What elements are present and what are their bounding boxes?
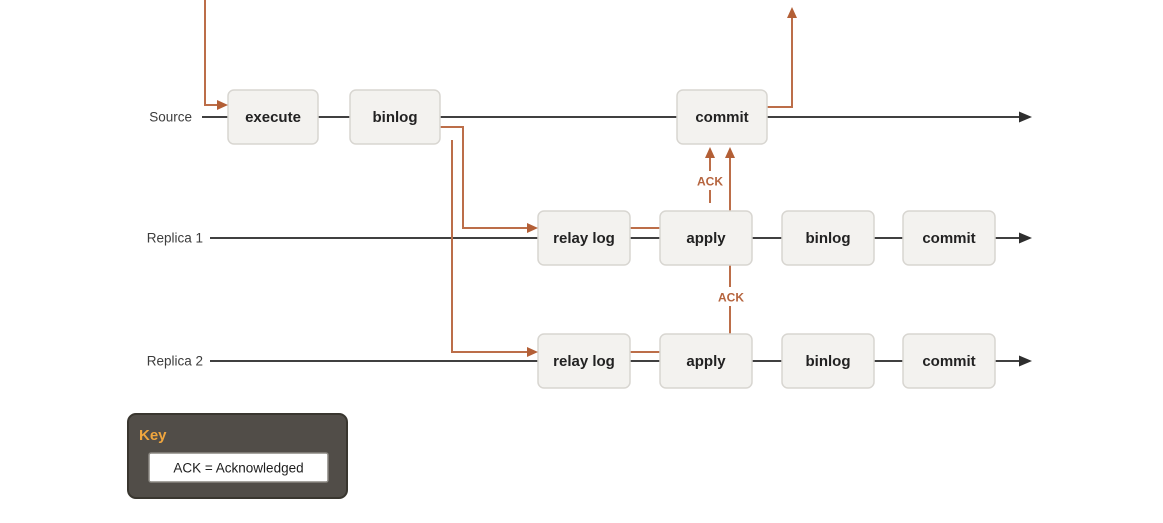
node-execute-source: execute bbox=[227, 89, 319, 145]
svg-text:commit: commit bbox=[695, 109, 748, 126]
binlog-to-relay1-arrowhead-icon bbox=[527, 223, 538, 233]
row-label-replica2: Replica 2 bbox=[147, 354, 203, 369]
node-binlog-source: binlog bbox=[349, 89, 441, 145]
svg-text:relay log: relay log bbox=[553, 230, 615, 247]
svg-text:commit: commit bbox=[922, 353, 975, 370]
node-binlog-replica2: binlog bbox=[781, 333, 875, 389]
svg-text:binlog: binlog bbox=[806, 353, 851, 370]
commit-return-arrow-line bbox=[767, 18, 793, 108]
node-relaylog-replica1: relay log bbox=[537, 210, 631, 266]
binlog-to-relay1-arrow-line bbox=[440, 126, 527, 229]
binlog-to-relay2-arrowhead-icon bbox=[527, 347, 538, 357]
node-apply-replica1: apply bbox=[659, 210, 753, 266]
svg-text:execute: execute bbox=[245, 109, 301, 126]
svg-text:commit: commit bbox=[922, 230, 975, 247]
svg-text:ACK: ACK bbox=[718, 291, 744, 305]
row-label-source: Source bbox=[149, 110, 192, 125]
svg-text:apply: apply bbox=[686, 230, 726, 247]
node-commit-source: commit bbox=[676, 89, 768, 145]
svg-text:binlog: binlog bbox=[373, 109, 418, 126]
svg-text:relay log: relay log bbox=[553, 353, 615, 370]
node-relaylog-replica2: relay log bbox=[537, 333, 631, 389]
node-apply-replica2: apply bbox=[659, 333, 753, 389]
node-commit-replica1: commit bbox=[902, 210, 996, 266]
commit-return-arrowhead-icon bbox=[787, 7, 797, 18]
node-commit-replica2: commit bbox=[902, 333, 996, 389]
binlog-to-relay2-arrow-line bbox=[451, 140, 527, 353]
node-binlog-replica1: binlog bbox=[781, 210, 875, 266]
key-title: Key bbox=[139, 427, 167, 444]
key-legend: Key ACK = Acknowledged bbox=[127, 413, 348, 499]
client-request-arrow-line bbox=[204, 0, 217, 106]
ack-label-replica2: ACK bbox=[714, 287, 748, 306]
ack-label-replica1: ACK bbox=[694, 171, 726, 190]
timeline-source bbox=[202, 111, 1032, 123]
ack-replica2-arrowhead-icon bbox=[725, 147, 735, 158]
key-entry-text: ACK = Acknowledged bbox=[173, 461, 303, 476]
row-label-replica1: Replica 1 bbox=[147, 231, 203, 246]
svg-text:ACK: ACK bbox=[697, 175, 723, 189]
client-request-arrowhead-icon bbox=[217, 100, 228, 110]
svg-text:binlog: binlog bbox=[806, 230, 851, 247]
svg-text:apply: apply bbox=[686, 353, 726, 370]
ack-replica1-arrowhead-icon bbox=[705, 147, 715, 158]
key-entry-box bbox=[148, 452, 329, 483]
